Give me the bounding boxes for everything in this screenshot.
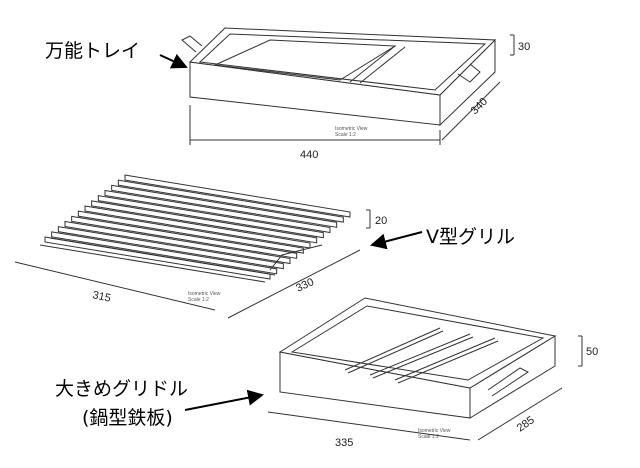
v-grill-dimensions [14, 209, 371, 319]
griddle-height-dim: 50 [586, 346, 598, 358]
grill-slat [124, 174, 351, 218]
tray-height-dim: 30 [518, 41, 530, 53]
griddle-drawing [267, 297, 583, 441]
grill-slat [64, 220, 291, 265]
grill-length-dim: 315 [91, 289, 111, 305]
grill-arrow [370, 231, 423, 250]
griddle-scale-label: Scale 1:2 [418, 434, 439, 440]
griddle-arrow [184, 389, 264, 411]
grill-label: V型グリル [426, 226, 515, 248]
griddle-sublabel: (鍋型鉄板) [82, 407, 173, 429]
grill-slat [77, 210, 304, 254]
grill-rail [39, 237, 276, 283]
grill-slat [117, 179, 344, 223]
multi-purpose-tray-drawing [181, 27, 515, 145]
grill-slat [57, 226, 284, 270]
tray-scale-label: Scale 1:2 [335, 132, 356, 138]
tray-arrow [159, 53, 188, 69]
grill-slat [91, 200, 318, 244]
grill-slat [71, 215, 298, 259]
grill-scale-label: Scale 1:2 [188, 297, 209, 303]
tray-length-dim: 440 [300, 149, 318, 161]
griddle-view-label: Isometric View [418, 428, 451, 434]
grill-height-dim: 20 [375, 215, 387, 227]
tray-view-label: Isometric View [335, 126, 368, 132]
griddle-label: 大きめグリドル [55, 378, 189, 400]
grill-slat [104, 189, 331, 234]
grill-width-dim: 330 [294, 276, 316, 295]
grill-view-label: Isometric View [188, 291, 221, 297]
grill-slat [97, 195, 324, 239]
griddle-length-dim: 335 [335, 437, 353, 449]
griddle-width-dim: 285 [515, 414, 537, 434]
grill-slat [111, 184, 338, 228]
tray-width-dim: 340 [469, 96, 490, 117]
tray-label: 万能トレイ [45, 40, 141, 62]
v-grill-drawing [39, 174, 351, 283]
grill-slat [51, 231, 278, 275]
